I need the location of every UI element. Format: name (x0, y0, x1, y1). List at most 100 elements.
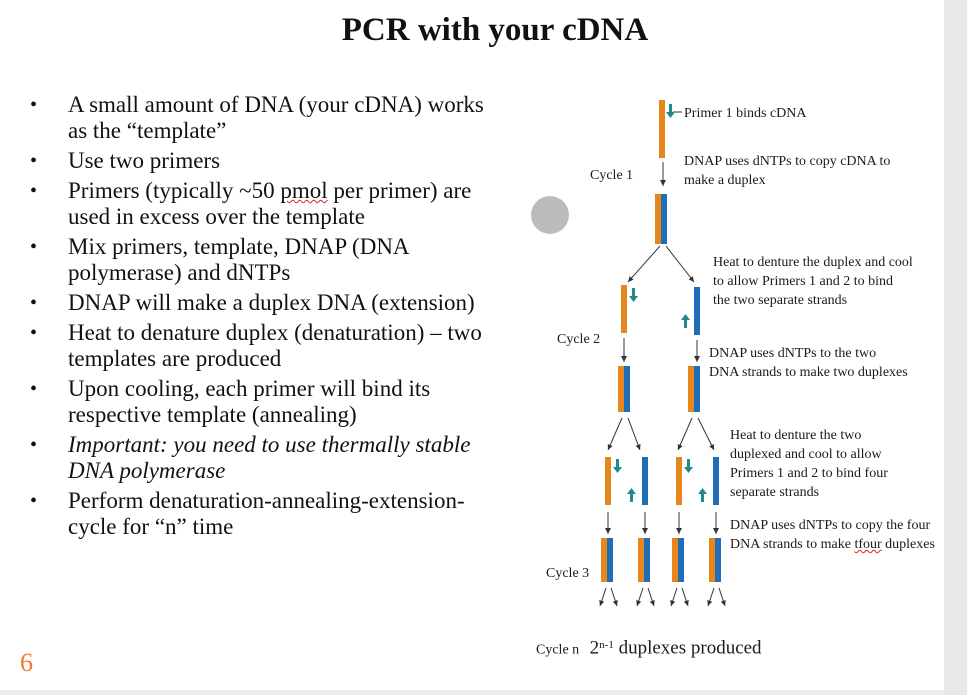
result-base: 2 (589, 637, 600, 659)
arrowhead-icon (636, 600, 642, 606)
bullet-list: • A small amount of DNA (your cDNA) works… (30, 92, 500, 544)
orange-strand (688, 366, 694, 412)
arrowhead-icon (713, 528, 719, 534)
arrowhead-icon (676, 528, 682, 534)
orange-strand (621, 285, 627, 333)
bullet-text: Important: you need to use thermally sta… (68, 432, 471, 483)
arrowhead-icon (670, 600, 676, 606)
branch-arrow-line (697, 417, 715, 451)
orange-strand (618, 366, 624, 412)
orange-strand (709, 538, 715, 582)
bullet-item: • Use two primers (30, 148, 500, 174)
orange-strand (672, 538, 678, 582)
result-line: Cycle n 2n-1 duplexes produced (536, 636, 762, 660)
bullet-item: •Heat to denature duplex (denaturation) … (30, 320, 500, 372)
arrowhead-icon (599, 600, 605, 606)
step-note-first-extension: DNAP uses dNTPs to copy cDNA to make a d… (684, 154, 891, 188)
arrowhead-icon (612, 600, 618, 606)
blue-strand (678, 538, 684, 582)
bullet-text: DNAP will make a duplex DNA (extension) (68, 290, 475, 315)
primer-arrow-down-icon (684, 467, 693, 473)
dna-strands (599, 100, 726, 606)
blue-strand (607, 538, 613, 582)
arrowhead-icon (607, 444, 613, 450)
orange-strand (655, 194, 661, 244)
bullet-dot-icon: • (30, 292, 38, 314)
bullet-text: Perform denaturation-annealing-extension… (68, 488, 465, 539)
primer-arrow-up-icon (681, 314, 690, 320)
primer-arrow-down-icon (613, 467, 622, 473)
spellcheck-word: tfour (854, 537, 882, 552)
branch-arrow-line (627, 417, 641, 451)
blue-strand (624, 366, 630, 412)
blue-strand (694, 287, 700, 335)
bullet-dot-icon: • (30, 378, 38, 400)
bullet-dot-icon: • (30, 434, 38, 456)
step-note-extension-2: DNAP uses dNTPs to the two DNA strands t… (709, 346, 908, 380)
branch-arrow-line (665, 245, 695, 283)
orange-strand (676, 457, 682, 505)
cycle-2-label: Cycle 2 (557, 332, 601, 347)
step-note-extension-3: DNAP uses dNTPs to copy the four DNA str… (730, 518, 935, 552)
laser-pointer-dot (531, 196, 569, 234)
bullet-dot-icon: • (30, 236, 38, 258)
blue-strand (715, 538, 721, 582)
primer-1 (632, 288, 635, 296)
arrowhead-icon (683, 600, 689, 606)
orange-strand (601, 538, 607, 582)
bullet-dot-icon: • (30, 94, 38, 116)
blue-strand (661, 194, 667, 244)
spellcheck-word: pmol (280, 178, 328, 203)
slide-title: PCR with your cDNA (341, 12, 649, 48)
blue-strand (713, 457, 719, 505)
page-number: 6 (20, 648, 33, 677)
arrowhead-icon (621, 356, 627, 362)
bullet-text: Use two primers (68, 148, 221, 173)
cdna-template-strand (659, 100, 665, 158)
arrowhead-icon (677, 444, 683, 450)
cycle-n-label: Cycle n (536, 642, 580, 658)
branch-arrow-line (677, 417, 693, 451)
arrowhead-icon (707, 600, 713, 606)
slide: PCR with your cDNA • A small amount of DN… (0, 0, 944, 690)
step-note-primer-binding: Primer 1 binds cDNA (684, 106, 807, 121)
primer-arrow-down-icon (629, 296, 638, 302)
primer-arrow-down-icon (666, 112, 675, 118)
primer-1 (616, 459, 619, 467)
orange-strand (605, 457, 611, 505)
pcr-cycle-diagram (599, 100, 726, 607)
arrowhead-icon (660, 180, 666, 186)
arrowhead-icon (605, 528, 611, 534)
step-note-denature-anneal-1: Heat to denture the duplex and cool to a… (713, 255, 913, 308)
blue-strand (694, 366, 700, 412)
arrowhead-icon (642, 528, 648, 534)
arrowhead-icon (649, 600, 655, 606)
bullet-item: • A small amount of DNA (your cDNA) works… (30, 92, 500, 144)
blue-strand (644, 538, 650, 582)
bullet-text: Upon cooling, each primer will bind its … (68, 376, 431, 427)
bullet-dot-icon: • (30, 322, 38, 344)
arrowhead-icon (720, 600, 726, 606)
bullet-text: Primers (typically ~50 pmol per primer) … (68, 178, 472, 229)
blue-strand (642, 457, 648, 505)
bullet-item: • Mix primers, template, DNAP (DNA polyme… (30, 234, 500, 286)
orange-strand (638, 538, 644, 582)
arrowhead-icon (694, 356, 700, 362)
primer-2 (684, 320, 687, 328)
primer-1 (687, 459, 690, 467)
step-note-denature-anneal-2: Heat to denture the two duplexed and coo… (730, 428, 888, 500)
bullet-item: • DNAP will make a duplex DNA (extension) (30, 290, 500, 316)
bullet-dot-icon: • (30, 180, 38, 202)
bullet-dot-icon: • (30, 150, 38, 172)
bullet-item: • Important: you need to use thermally st… (30, 432, 500, 484)
primer-2 (630, 494, 633, 502)
bullet-text: A small amount of DNA (your cDNA) works … (68, 92, 484, 143)
branch-arrow-line (607, 417, 623, 451)
primer-2 (701, 494, 704, 502)
window-edge (944, 0, 967, 695)
bullet-text: Mix primers, template, DNAP (DNA polymer… (68, 234, 409, 285)
primer-arrow-up-icon (698, 488, 707, 494)
bullet-item: • Perform denaturation-annealing-extensio… (30, 488, 500, 540)
cycle-1-label: Cycle 1 (590, 168, 634, 183)
bullet-dot-icon: • (30, 490, 38, 512)
